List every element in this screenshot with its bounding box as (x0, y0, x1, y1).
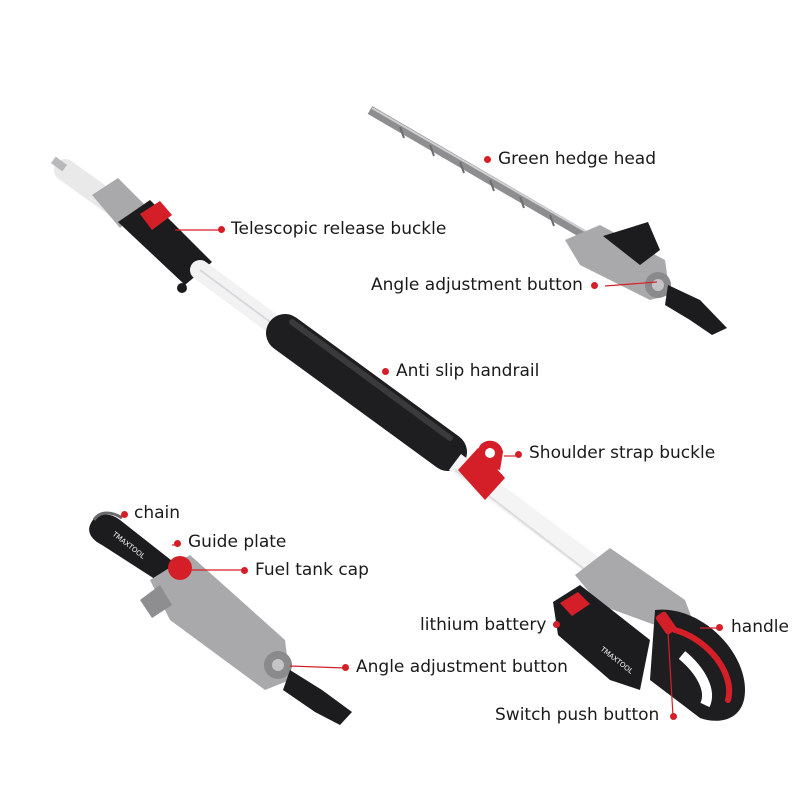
callout-dot (218, 226, 225, 233)
callout-dot (515, 451, 522, 458)
callout-dot (121, 511, 128, 518)
hedge-head (367, 106, 727, 335)
label-handrail: Anti slip handrail (396, 361, 540, 381)
label-guide-plate: Guide plate (188, 532, 287, 552)
label-angle-button-top: Angle adjustment button (371, 275, 583, 295)
label-switch: Switch push button (495, 705, 660, 725)
label-handle: handle (731, 617, 789, 637)
main-pole: TMAXTOOL (50, 156, 745, 721)
callout-dot (382, 368, 389, 375)
callout-dot (241, 567, 248, 574)
label-hedge-head: Green hedge head (498, 149, 657, 169)
callout-dot (484, 156, 491, 163)
label-battery: lithium battery (420, 615, 547, 635)
callout-dot (716, 624, 723, 631)
callout-dot (670, 713, 677, 720)
callout-dot (342, 664, 349, 671)
label-strap-buckle: Shoulder strap buckle (529, 443, 716, 463)
label-chain: chain (134, 503, 181, 523)
callout-dot (591, 282, 598, 289)
label-angle-button-bottom: Angle adjustment button (356, 657, 568, 677)
label-fuel-cap: Fuel tank cap (255, 560, 369, 580)
callout-dot (174, 540, 181, 547)
label-telescopic-buckle: Telescopic release buckle (231, 219, 447, 239)
callout-dot (553, 621, 560, 628)
